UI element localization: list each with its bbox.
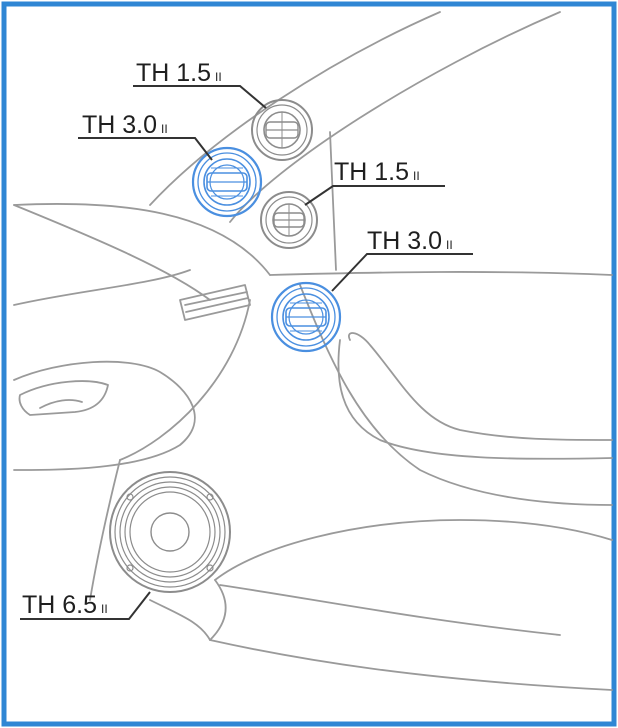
leader-midrange-upper [78,137,213,161]
tweeter-upper-speaker [251,99,313,161]
leader-woofer-door [20,591,151,620]
midrange-upper-speaker [191,146,263,218]
tweeter-lower-speaker [260,191,318,249]
leader-lines [20,85,473,620]
leader-tweeter-lower [304,185,445,206]
leader-tweeter-upper [133,85,267,109]
woofer-door-speaker [109,471,231,593]
car-interior-outline [13,11,613,691]
leader-midrange-lower [331,253,473,292]
midrange-lower-speaker [270,281,342,353]
